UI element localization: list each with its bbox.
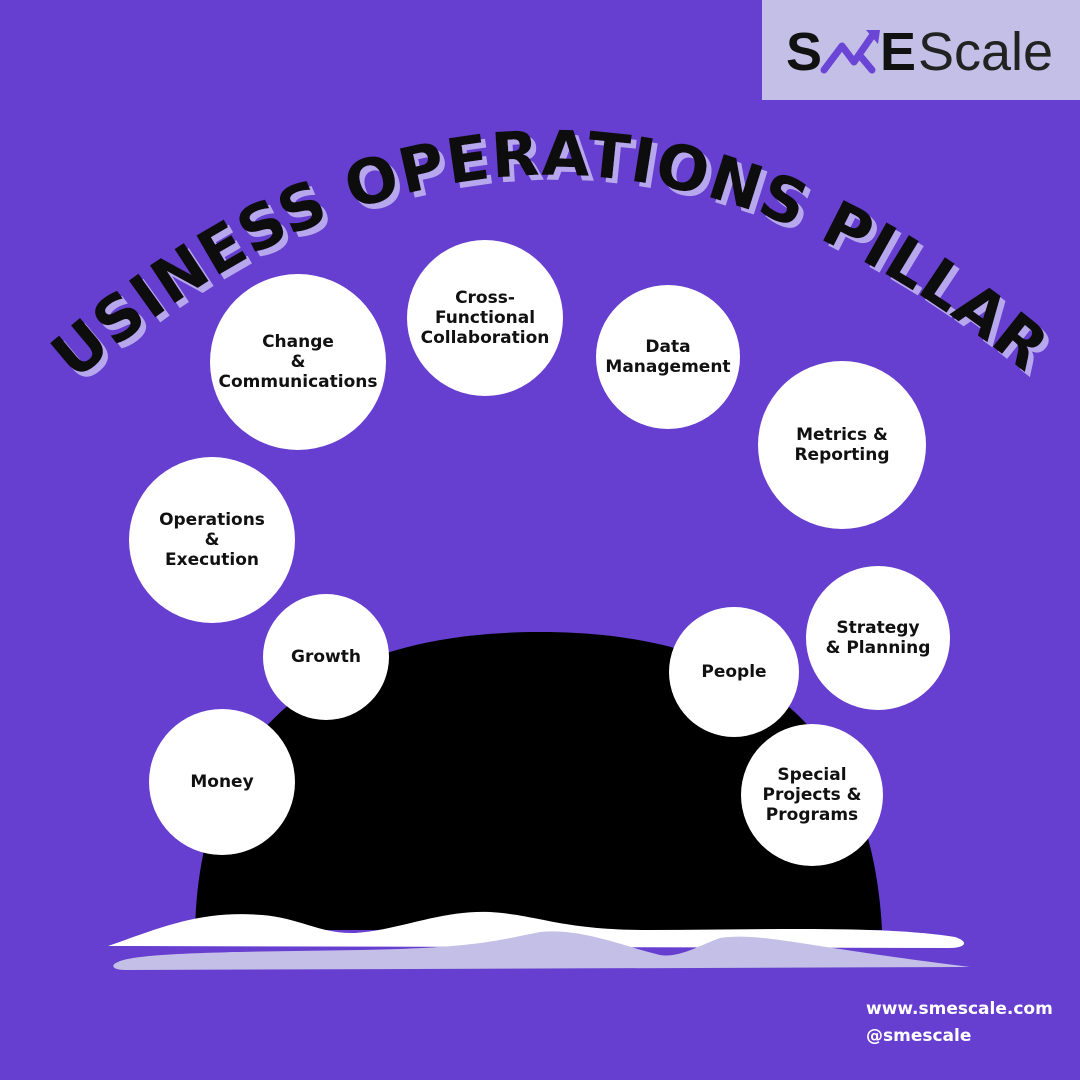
logo: S E Scale [762,0,1080,100]
svg-text:S: S [786,22,822,82]
pillar-metrics-reporting: Metrics & Reporting [758,361,926,529]
pillar-growth: Growth [263,594,389,720]
svg-text:E: E [880,22,916,82]
pillar-special-projects-programs: Special Projects & Programs [741,724,883,866]
pillar-change-communications: Change & Communications [210,274,386,450]
pillar-money: Money [149,709,295,855]
wave-lavender [113,931,971,970]
smescale-logo: S E Scale [786,22,1053,82]
social-handle[interactable]: @smescale [866,1026,972,1046]
pillar-data-management: Data Management [596,285,740,429]
website-link[interactable]: www.smescale.com [866,999,1053,1019]
svg-text:Scale: Scale [918,22,1053,82]
pillar-operations-execution: Operations & Execution [129,457,295,623]
pillar-cross-functional-collaboration: Cross- Functional Collaboration [407,240,563,396]
pillar-strategy-planning: Strategy & Planning [806,566,950,710]
pillar-people: People [669,607,799,737]
footer: www.smescale.com @smescale [866,996,1053,1050]
